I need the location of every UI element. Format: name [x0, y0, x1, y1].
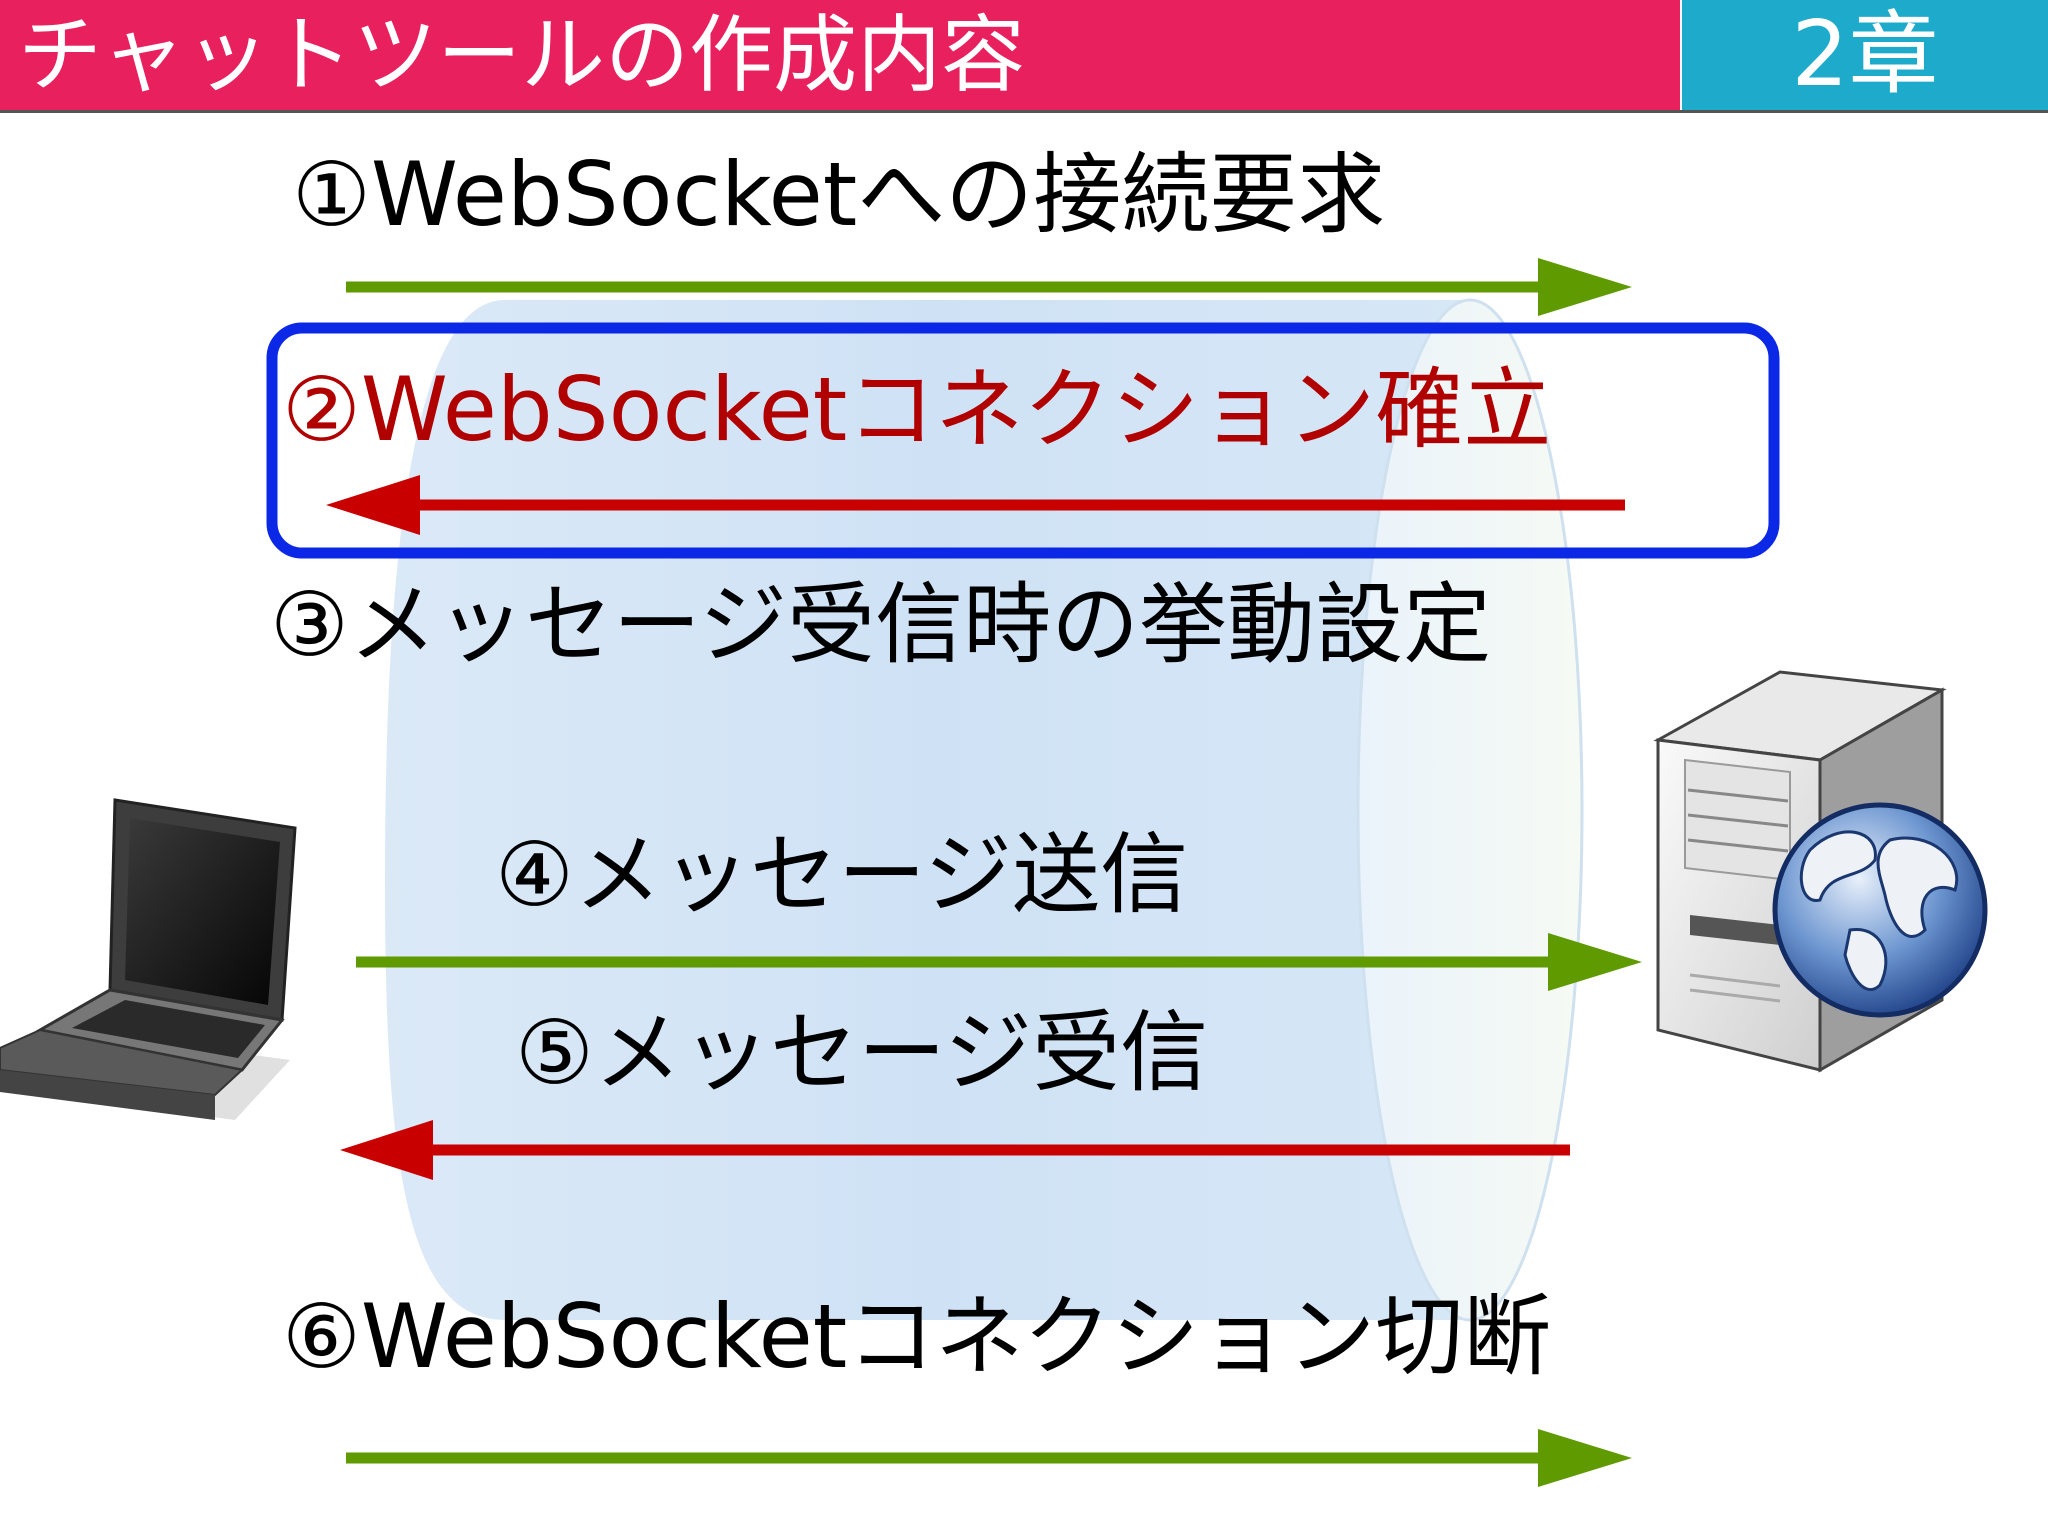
globe-icon — [1772, 802, 1988, 1018]
arrow-disconnect — [346, 1429, 1632, 1487]
step-receive-message: ⑤メッセージ受信 — [515, 1001, 1209, 1104]
chapter-badge: 2章 — [1682, 0, 2048, 110]
highlight-box — [266, 322, 1780, 559]
step-connection-established: ②WebSocketコネクション確立 — [282, 358, 1552, 461]
laptop-icon — [0, 798, 297, 1120]
step-disconnect: ⑥WebSocketコネクション切断 — [282, 1285, 1552, 1388]
step-configure-receive-handler: ③メッセージ受信時の挙動設定 — [270, 573, 1492, 676]
arrow-send-message — [356, 933, 1642, 991]
arrow-connect-request — [346, 258, 1632, 316]
arrow-connection-established — [326, 475, 1625, 535]
step-connect-request: ①WebSocketへの接続要求 — [292, 143, 1386, 246]
step-send-message: ④メッセージ送信 — [495, 823, 1189, 926]
slide-title: チャットツールの作成内容 — [0, 0, 1680, 110]
header-divider — [0, 110, 2048, 113]
arrow-receive-message — [340, 1120, 1570, 1180]
